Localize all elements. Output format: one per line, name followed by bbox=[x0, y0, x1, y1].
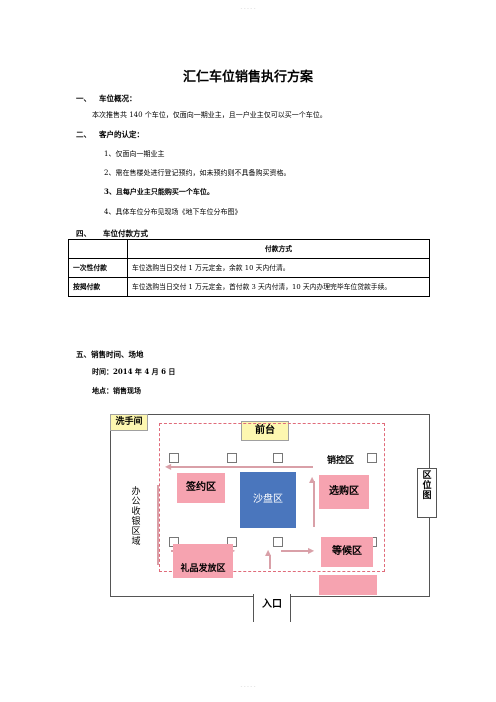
arrow-up-icon: ▲ bbox=[309, 475, 316, 484]
floor-plan: 洗手间 前台 销控区 ◀ ▶ ▶ ▲ ▲ 签约区 沙盘区 选购区 办公收银区域 … bbox=[110, 414, 430, 597]
display-stand bbox=[169, 453, 179, 463]
arrow-up-icon: ▲ bbox=[265, 548, 272, 557]
location-map-label: 区位图 bbox=[422, 471, 432, 501]
table-header-cell: 付款方式 bbox=[127, 239, 430, 259]
section-2-item-1: 1、仅面向一期业主 bbox=[104, 150, 165, 158]
section-2-item-3: 3、且每户业主只能购买一个车位。 bbox=[104, 187, 214, 196]
section-5-heading: 五、销售时间、场地 bbox=[76, 350, 144, 359]
signing-area: 签约区 bbox=[177, 473, 225, 503]
display-stand bbox=[273, 453, 283, 463]
section-2-num: 二、 bbox=[76, 130, 91, 139]
flow-arrow bbox=[269, 555, 271, 569]
selection-area: 选购区 bbox=[319, 475, 369, 509]
sandtable-area: 沙盘区 bbox=[240, 472, 296, 528]
flow-arrow bbox=[313, 481, 315, 527]
reception-label: 前台 bbox=[241, 421, 289, 441]
table-header-empty bbox=[68, 239, 128, 259]
display-stand bbox=[273, 537, 283, 547]
section-2-item-2: 2、需在售楼处进行登记预约，如未预约则不具备购买资格。 bbox=[104, 169, 291, 177]
office-area-label: 办公收银区域 bbox=[131, 487, 141, 547]
gift-area: 礼品发放区 bbox=[173, 544, 233, 578]
section-1-body: 本次推售共 140 个车位，仅面向一期业主，且一户业主仅可以买一个车位。 bbox=[92, 111, 327, 119]
footer-watermark: - - - - - bbox=[240, 684, 256, 690]
payment-type: 按揭付款 bbox=[68, 277, 128, 297]
section-5-place: 地点：销售现场 bbox=[92, 386, 141, 395]
arrow-left-icon: ◀ bbox=[165, 462, 172, 471]
location-map-box: 区位图 bbox=[417, 468, 437, 518]
waiting-area-extension bbox=[319, 575, 377, 595]
header-watermark: - - - - - bbox=[240, 6, 256, 12]
waiting-area: 等候区 bbox=[321, 537, 373, 567]
table-row: 按揭付款 车位选购当日交付 1 万元定金，首付款 3 天内付清，10 天内办理完… bbox=[68, 277, 430, 297]
section-4-heading: 四、 车位付款方式 bbox=[76, 228, 148, 239]
washroom-label: 洗手间 bbox=[110, 414, 148, 431]
entrance-label: 入口 bbox=[253, 594, 291, 622]
flow-arrow bbox=[157, 485, 159, 565]
flow-arrow bbox=[171, 466, 313, 468]
table-header-row: 付款方式 bbox=[68, 239, 430, 259]
dashed-boundary bbox=[159, 423, 385, 572]
payment-desc: 车位选购当日交付 1 万元定金，首付款 3 天内付清，10 天内办理完毕车位贷款… bbox=[127, 277, 430, 297]
display-stand bbox=[367, 453, 377, 463]
section-1-heading: 一、车位概况： bbox=[76, 93, 137, 104]
payment-type: 一次性付款 bbox=[68, 258, 128, 278]
section-5-time: 时间：2014 年 4 月 6 日 bbox=[92, 367, 176, 376]
payment-table: 付款方式 一次性付款 车位选购当日交付 1 万元定金，余款 10 天内付清。 按… bbox=[68, 239, 430, 297]
section-4-num: 四、 bbox=[76, 229, 91, 238]
control-area-label: 销控区 bbox=[327, 456, 355, 466]
arrow-right-icon: ▶ bbox=[308, 546, 315, 555]
table-row: 一次性付款 车位选购当日交付 1 万元定金，余款 10 天内付清。 bbox=[68, 258, 430, 278]
section-2-title: 客户的认定： bbox=[99, 130, 144, 139]
section-4-title: 车位付款方式 bbox=[103, 229, 148, 238]
page-title: 汇仁车位销售执行方案 bbox=[182, 70, 313, 85]
section-2-heading: 二、客户的认定： bbox=[76, 129, 144, 140]
section-1-title: 车位概况： bbox=[99, 94, 137, 103]
section-2-item-4: 4、具体车位分布见现场《地下车位分布图》 bbox=[104, 208, 242, 216]
section-1-num: 一、 bbox=[76, 94, 91, 103]
display-stand bbox=[227, 453, 237, 463]
payment-desc: 车位选购当日交付 1 万元定金，余款 10 天内付清。 bbox=[127, 258, 430, 278]
flow-arrow bbox=[281, 550, 311, 552]
